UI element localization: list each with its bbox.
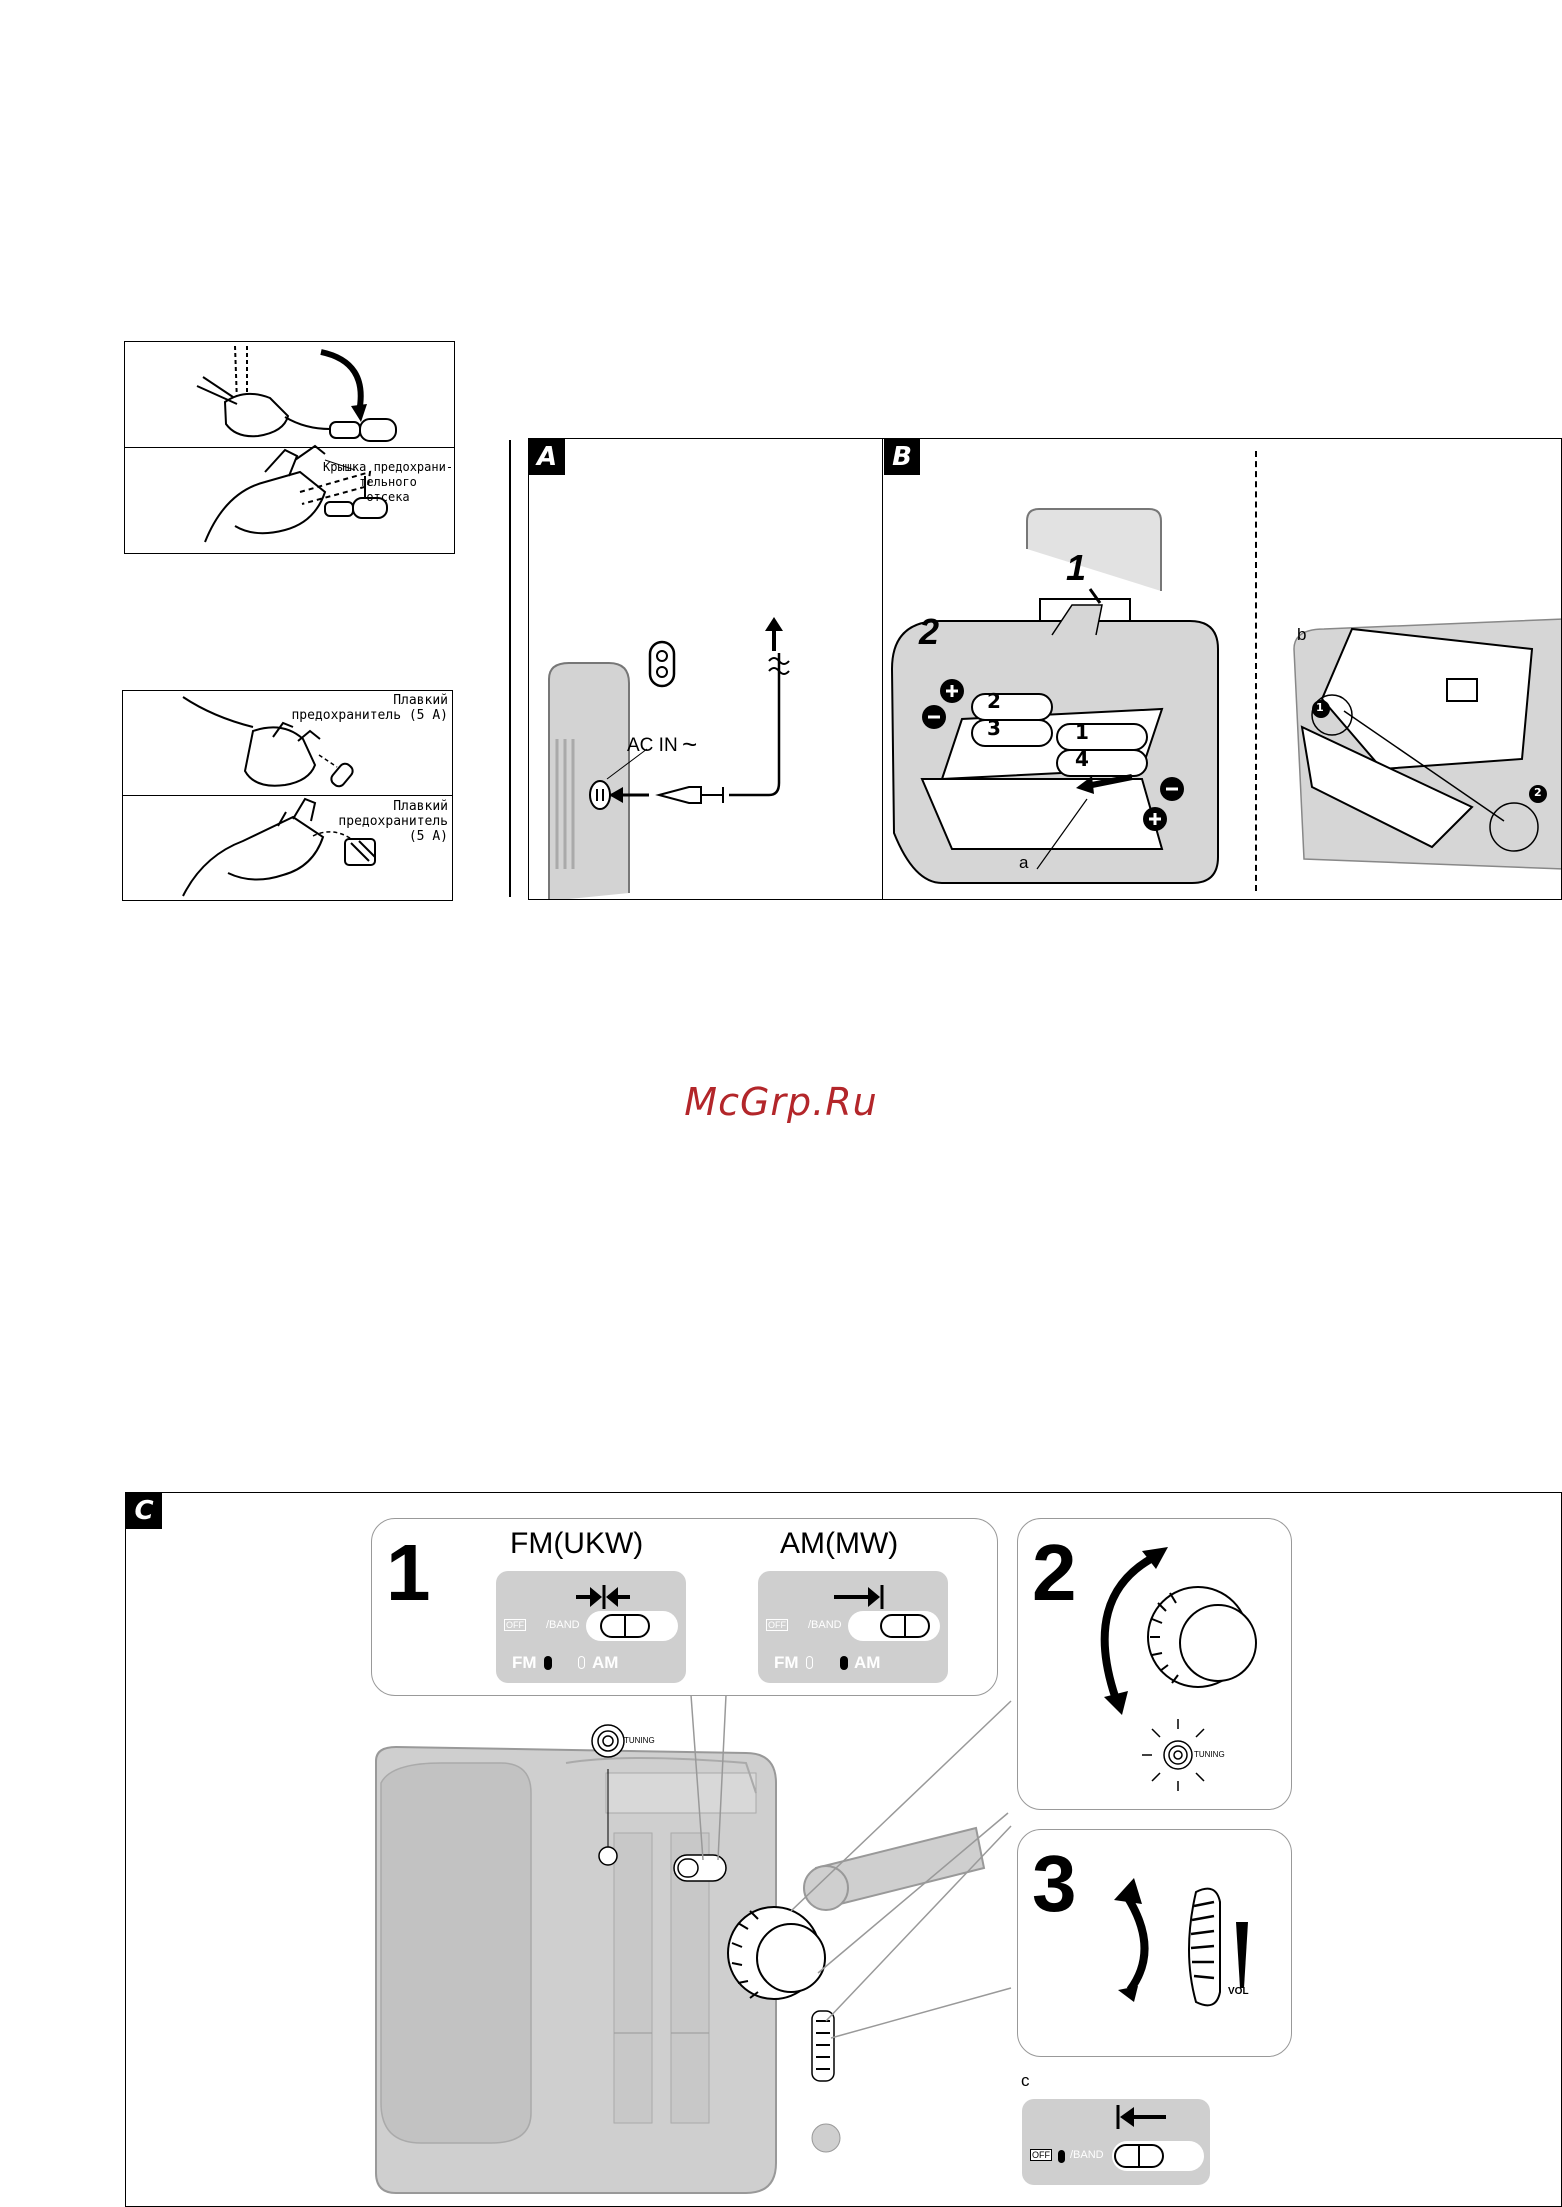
am-title: AM(MW) [780,1527,898,1561]
panel-c-frame: C TUNING 1 FM(U [125,1492,1562,2207]
label-a: a [1019,853,1028,873]
ac-inlet-illustration [529,439,882,900]
fuse-cover-label: Крышка предохрани- тельного отсека [323,460,453,505]
band-label: /BAND [808,1619,842,1631]
plug-screwdriver-illustration [125,342,456,555]
battery-step-1: 1 [1066,547,1086,589]
am-dot-empty [578,1656,585,1669]
fm-switch-knob[interactable] [600,1614,650,1638]
fuse-cover-diagram: Крышка предохрани- тельного отсека [124,341,455,554]
ac-symbol: ~ [682,729,697,760]
knob-divider [624,1616,626,1636]
am-switch-panel: OFF /BAND FM AM [758,1571,948,1683]
knob-divider [1138,2146,1140,2166]
am-label: AM [592,1653,618,1673]
fm-dot-empty [806,1656,813,1669]
off-switch-panel: OFF /BAND [1022,2099,1210,2185]
vol-label: VOL [1228,1986,1249,1997]
battery-number-2: 2 [987,689,1001,713]
marker-1: 1 [1316,701,1324,714]
fm-title: FM(UKW) [510,1527,643,1561]
band-label: /BAND [1070,2149,1104,2161]
marker-2: 2 [1534,786,1542,799]
off-arrow-icon [1022,2099,1210,2139]
tuning-label: TUNING [1194,1750,1225,1759]
am-dot-filled [840,1656,848,1670]
off-label: OFF [766,1619,788,1631]
volume-wheel-icon [1018,1830,1293,2058]
panel-ab-frame: A AC IN ~ B [528,438,1562,900]
off-dot-filled [1058,2150,1065,2163]
fm-label: FM [774,1653,799,1673]
off-label: OFF [1030,2149,1052,2161]
tuning-led-label: TUNING [624,1736,655,1745]
battery-step-2: 2 [919,611,939,653]
step-3-box: 3 VOL [1017,1829,1292,2057]
knob-divider [904,1616,906,1636]
battery-number-4: 4 [1075,747,1089,771]
am-switch-knob[interactable] [880,1614,930,1638]
band-label: /BAND [546,1619,580,1631]
vertical-separator [509,440,511,897]
fm-arrows-icon [496,1571,686,1611]
step-1-box: 1 FM(UKW) AM(MW) OFF /BAND FM AM [371,1518,998,1696]
battery-number-1: 1 [1075,720,1089,744]
ac-in-label: AC IN [627,735,678,757]
battery-number-3: 3 [987,716,1001,740]
watermark: McGrp.Ru [0,1080,1562,1124]
step-2-box: 2 TUNING [1017,1518,1292,1810]
label-c: c [1021,2071,1030,2091]
fuse-label-top: Плавкий предохранитель (5 A) [291,693,448,723]
am-label: AM [854,1653,880,1673]
off-label: OFF [504,1619,526,1631]
am-arrow-icon [758,1571,948,1611]
label-b: b [1297,625,1306,645]
fuse-label-bottom: Плавкий предохранитель (5 A) [338,799,448,844]
fm-dot-filled [544,1656,552,1670]
fm-label: FM [512,1653,537,1673]
tuning-led-glow-icon [1018,1519,1293,1811]
fm-switch-panel: OFF /BAND FM AM [496,1571,686,1683]
step-1-number: 1 [386,1533,431,1613]
fuse-replacement-diagram: Плавкий предохранитель (5 A) Плавкий пре… [122,690,453,901]
battery-compartment-illustration [882,439,1562,900]
off-switch-knob[interactable] [1114,2144,1164,2168]
